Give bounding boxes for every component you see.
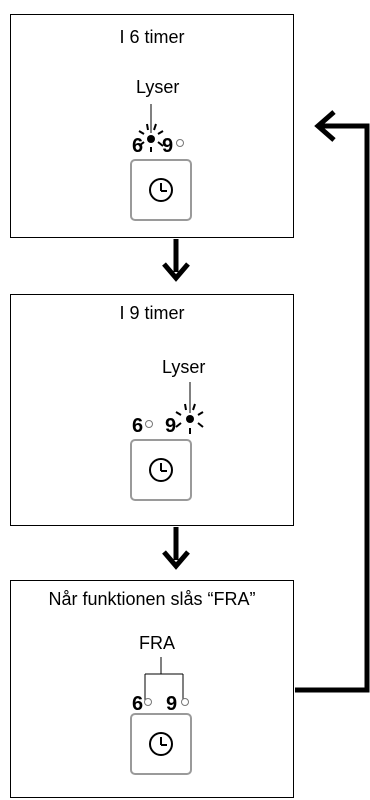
clock-icon	[149, 458, 173, 482]
loop-back-arrow	[295, 110, 370, 693]
step-panel-off: Når funktionen slås “FRA” FRA	[10, 580, 294, 798]
down-arrow-1	[162, 239, 190, 282]
step-panel-6-hours: I 6 timer Lyser	[10, 14, 294, 238]
state-label: FRA	[139, 633, 175, 653]
clock-icon	[149, 178, 173, 202]
timer-button[interactable]	[130, 159, 192, 221]
down-arrow-2	[162, 527, 190, 570]
timer-button[interactable]	[130, 439, 192, 501]
clock-icon	[149, 732, 173, 756]
state-label: Lyser	[136, 77, 180, 97]
panel-title: Når funktionen slås “FRA”	[48, 589, 256, 609]
panel-title: I 6 timer	[119, 27, 185, 47]
step-panel-9-hours: I 9 timer Lyser	[10, 294, 294, 526]
timer-button[interactable]	[130, 713, 192, 775]
state-label: Lyser	[162, 357, 206, 377]
panel-title: I 9 timer	[119, 303, 185, 323]
